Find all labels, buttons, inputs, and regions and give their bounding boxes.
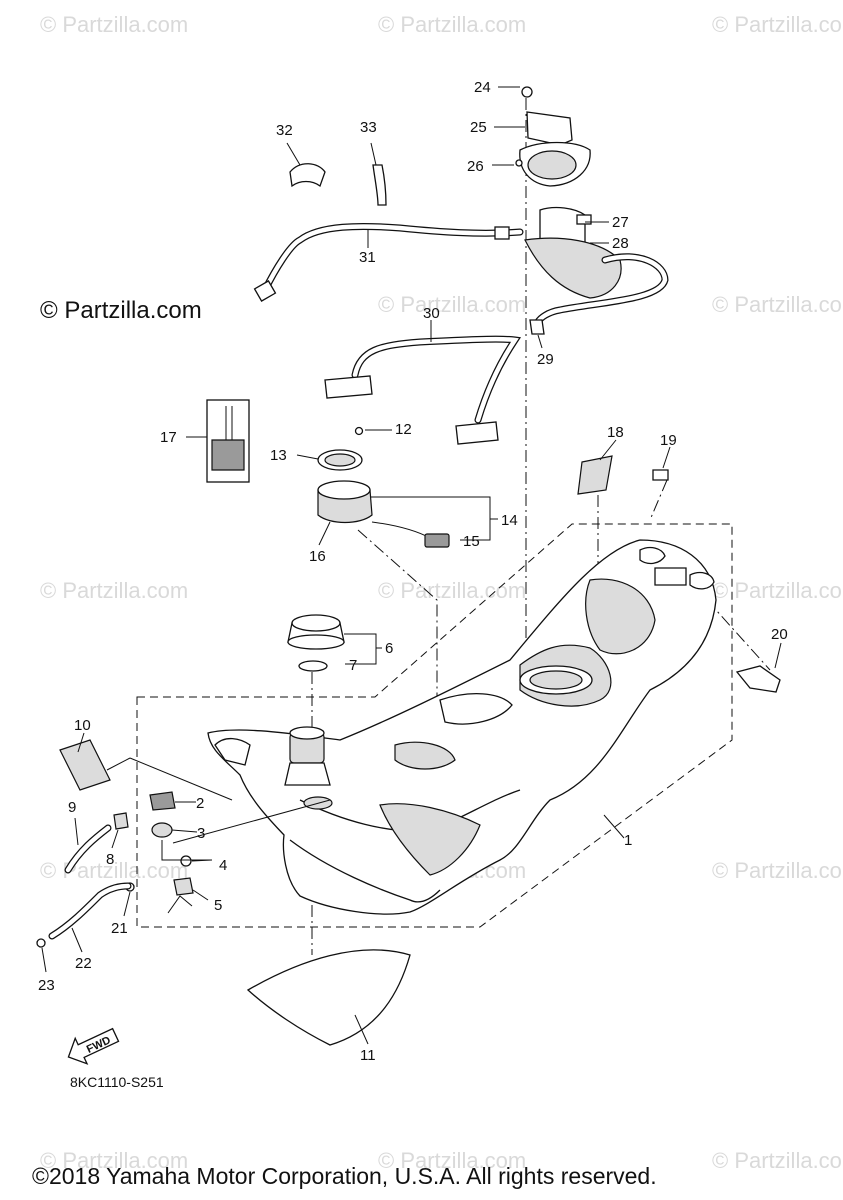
watermark-layer: © Partzilla.com © Partzilla.com © Partzi… — [40, 12, 843, 1173]
callout-30: 30 — [423, 305, 440, 322]
fuel-tank — [207, 539, 717, 915]
callout-11: 11 — [360, 1047, 376, 1064]
bolt-23 — [36, 938, 46, 948]
o-ring — [298, 660, 328, 672]
callout-9: 9 — [68, 799, 76, 816]
callout-27: 27 — [612, 214, 629, 231]
callout-15: 15 — [463, 533, 480, 550]
grommet-5 — [173, 877, 194, 896]
callout-31: 31 — [359, 249, 376, 266]
watermark: © Partzilla.com — [378, 1148, 526, 1173]
watermark: © Partzilla.com — [712, 578, 843, 603]
callout-26: 26 — [467, 158, 484, 175]
watermark: © Partzilla.com — [378, 12, 526, 37]
callout-12: 12 — [395, 421, 412, 438]
filler-neck — [284, 726, 333, 810]
callout-21: 21 — [111, 920, 128, 937]
callout-22: 22 — [75, 955, 92, 972]
watermark: © Partzilla.com — [40, 1148, 188, 1173]
callout-18: 18 — [607, 424, 624, 441]
fuel-sender-unit — [317, 426, 450, 548]
callout-14: 14 — [501, 512, 518, 529]
watermark: © Partzilla.com — [712, 12, 843, 37]
callout-3: 3 — [197, 825, 205, 842]
leader-lines — [41, 86, 782, 1045]
callout-20: 20 — [771, 626, 788, 643]
watermark: © Partzilla.com — [712, 1148, 843, 1173]
pad-10 — [59, 739, 111, 791]
clamp-33 — [372, 164, 387, 206]
callout-16: 16 — [309, 548, 326, 565]
callout-5: 5 — [214, 897, 222, 914]
fuel-cap — [287, 614, 345, 650]
callout-2: 2 — [196, 795, 204, 812]
fwd-label: FWD — [85, 1034, 113, 1055]
bolt-24 — [521, 86, 533, 98]
watermark: © Partzilla.com — [40, 578, 188, 603]
clamp-32 — [289, 163, 326, 188]
callout-33: 33 — [360, 119, 377, 136]
callout-19: 19 — [660, 432, 677, 449]
watermark: © Partzilla.com — [712, 858, 843, 883]
nut-29 — [529, 319, 545, 335]
callout-4: 4 — [219, 857, 227, 874]
diagram-code: 8KC1110-S251 — [70, 1074, 164, 1090]
fuel-pump-assembly — [519, 111, 669, 326]
fuel-hose — [253, 222, 524, 302]
watermark: © Partzilla.com — [378, 292, 526, 317]
watermark: © Partzilla.com — [712, 292, 843, 317]
bracket-20 — [735, 665, 781, 693]
washer-26 — [515, 159, 523, 167]
fitting-2 — [149, 791, 176, 811]
callout-7: 7 — [349, 657, 357, 674]
callout-24: 24 — [474, 79, 491, 96]
callout-32: 32 — [276, 122, 293, 139]
grommet-3 — [151, 822, 173, 838]
callout-13: 13 — [270, 447, 287, 464]
callout-29: 29 — [537, 351, 554, 368]
callout-labels: 1 2 3 4 5 6 7 8 9 10 11 12 13 14 15 16 1… — [38, 79, 788, 1064]
callout-23: 23 — [38, 977, 55, 994]
breather-hose — [324, 335, 522, 445]
callout-10: 10 — [74, 717, 91, 734]
callout-8: 8 — [106, 851, 114, 868]
callout-28: 28 — [612, 235, 629, 252]
callout-17: 17 — [160, 429, 177, 446]
watermark-main: © Partzilla.com — [40, 297, 202, 324]
callout-25: 25 — [470, 119, 487, 136]
callout-1: 1 — [624, 832, 632, 849]
pad-11 — [246, 949, 411, 1046]
pad-18 — [577, 455, 613, 495]
item-17 — [206, 399, 250, 483]
plug-8 — [113, 812, 129, 830]
callout-6: 6 — [385, 640, 393, 657]
fwd-arrow: FWD — [67, 1027, 120, 1065]
watermark: © Partzilla.com — [40, 12, 188, 37]
washer-4 — [180, 855, 192, 867]
copyright-notice: ©2018 Yamaha Motor Corporation, U.S.A. A… — [32, 1163, 657, 1189]
nut-19 — [652, 469, 669, 481]
watermark: © Partzilla.com — [378, 578, 526, 603]
